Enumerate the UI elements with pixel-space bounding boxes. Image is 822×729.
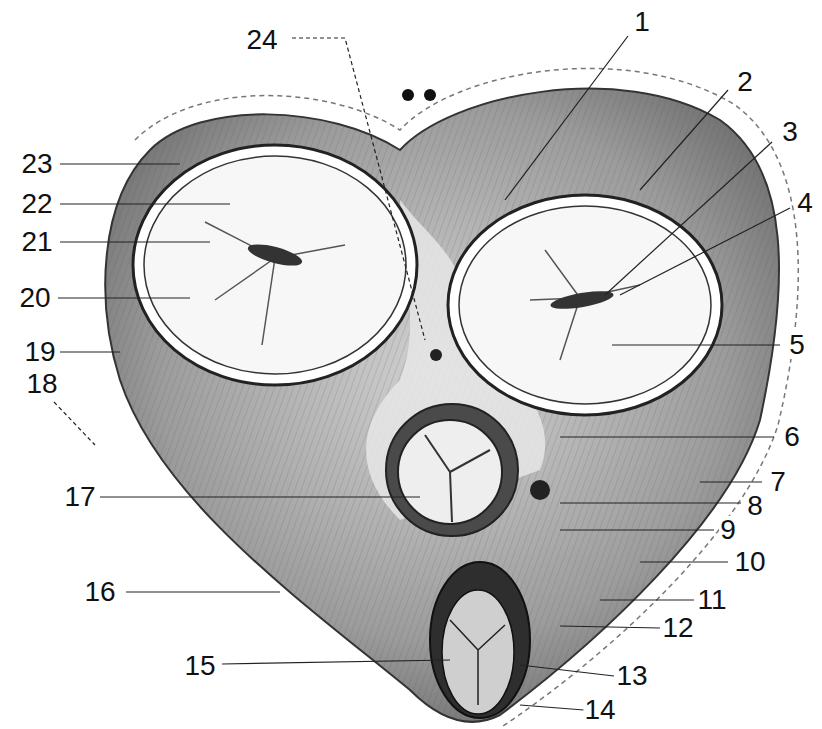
callout-number: 7 (769, 468, 787, 496)
leader-lines (54, 36, 790, 710)
callout-number: 5 (788, 331, 806, 359)
callout-number: 8 (746, 492, 764, 520)
callout-number: 15 (183, 652, 216, 680)
aortic-valve (386, 404, 550, 536)
callout-number: 1 (633, 8, 651, 36)
callout-number: 4 (796, 189, 814, 217)
callout-number: 2 (736, 68, 754, 96)
callout-number: 6 (783, 423, 801, 451)
callout-number: 3 (781, 118, 799, 146)
callout-number: 10 (733, 548, 766, 576)
vessel-dot (424, 89, 436, 101)
vessel-dot (430, 349, 442, 361)
callout-number: 12 (661, 614, 694, 642)
heart-base (105, 89, 779, 722)
left-valve-ring (133, 145, 417, 385)
callout-number: 19 (23, 338, 56, 366)
callout-number: 17 (63, 483, 96, 511)
callout-number: 9 (719, 516, 737, 544)
muscle-texture (105, 89, 779, 722)
callout-number: 23 (20, 150, 53, 178)
callout-number: 20 (18, 284, 51, 312)
right-valve-ring (448, 195, 722, 415)
callout-number: 13 (615, 662, 648, 690)
callout-number: 14 (583, 696, 616, 724)
callout-number: 21 (20, 228, 53, 256)
callout-number: 16 (83, 578, 116, 606)
vessel-dot (402, 89, 414, 101)
callout-number: 24 (245, 26, 278, 54)
callout-number: 18 (25, 370, 58, 398)
callout-number: 11 (696, 586, 727, 614)
pulmonary-valve (430, 562, 530, 718)
callout-number: 22 (20, 190, 53, 218)
